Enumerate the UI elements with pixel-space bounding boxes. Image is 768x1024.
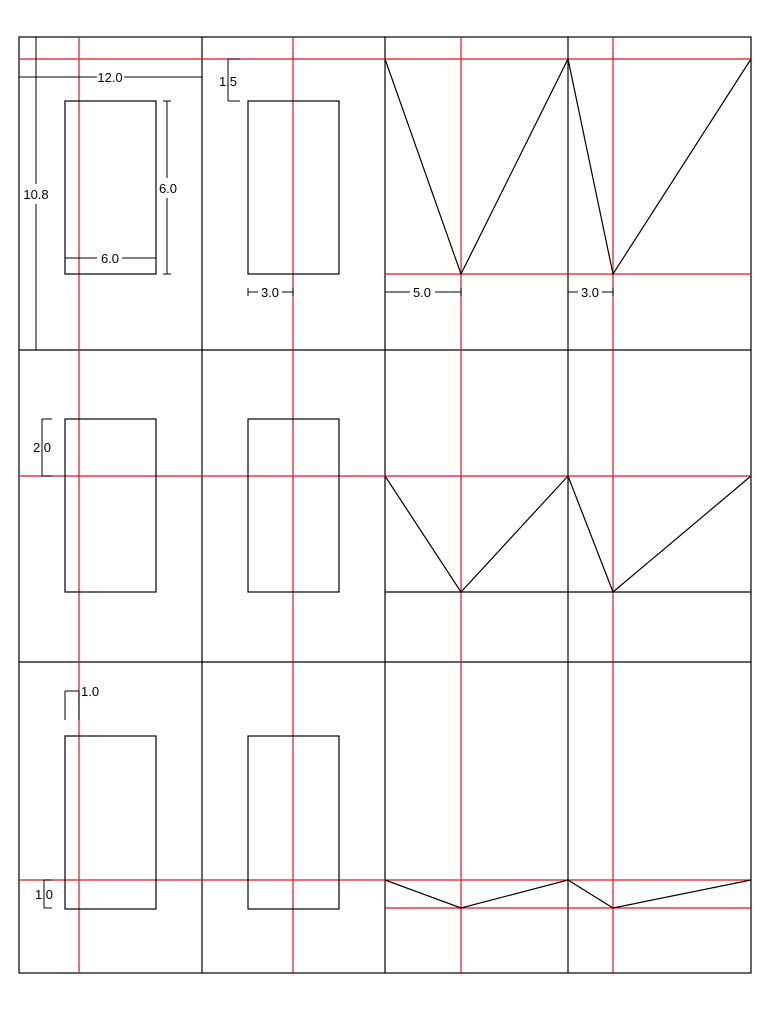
dim-overall-width: 12.0 (19, 70, 202, 85)
dim-overall-height-label: 10.8 (23, 187, 48, 202)
dim-top-offset-label: 1.5 (219, 74, 237, 89)
panel-r1-c2 (247, 100, 340, 275)
dim-row3-bottom-offset-label: 1.0 (35, 887, 53, 902)
dim-overall-height: 10.8 (23, 37, 49, 350)
dim-right-run: 3.0 (567, 285, 614, 300)
dim-left-run-label: 5.0 (413, 285, 431, 300)
dim-top-offset: 1.5 (219, 58, 240, 102)
dim-row3-bottom-offset: 1.0 (35, 879, 53, 909)
zigzag-row2 (384, 474, 752, 593)
dim-row2-offset: 2.0 (33, 418, 52, 477)
dim-right-run-label: 3.0 (581, 285, 599, 300)
dim-row3-top-offset: 1.0 (64, 684, 99, 720)
dim-overall-width-label: 12.0 (97, 70, 122, 85)
panel-r3-c1 (64, 735, 157, 910)
dim-panel-height: 6.0 (159, 100, 177, 275)
dim-panel-width-label: 6.0 (101, 251, 119, 266)
dim-row3-top-offset-label: 1.0 (81, 684, 99, 699)
panel-r3-c2 (247, 735, 340, 910)
zigzag-profiles (384, 57, 752, 909)
dim-panel-width: 6.0 (64, 251, 156, 266)
zigzag-row1 (384, 57, 752, 276)
grid-frame (18, 36, 752, 974)
panel-r2-c2 (247, 418, 340, 593)
dim-panel-height-label: 6.0 (159, 181, 177, 196)
dim-row2-offset-label: 2.0 (33, 440, 51, 455)
panels (64, 100, 340, 910)
dim-left-run: 5.0 (384, 285, 462, 300)
panel-r2-c1 (64, 418, 157, 593)
zigzag-row3 (384, 879, 752, 909)
panel-r1-c1 (64, 100, 157, 275)
dim-half-width-label: 3.0 (261, 285, 279, 300)
dim-half-width: 3.0 (247, 285, 294, 300)
